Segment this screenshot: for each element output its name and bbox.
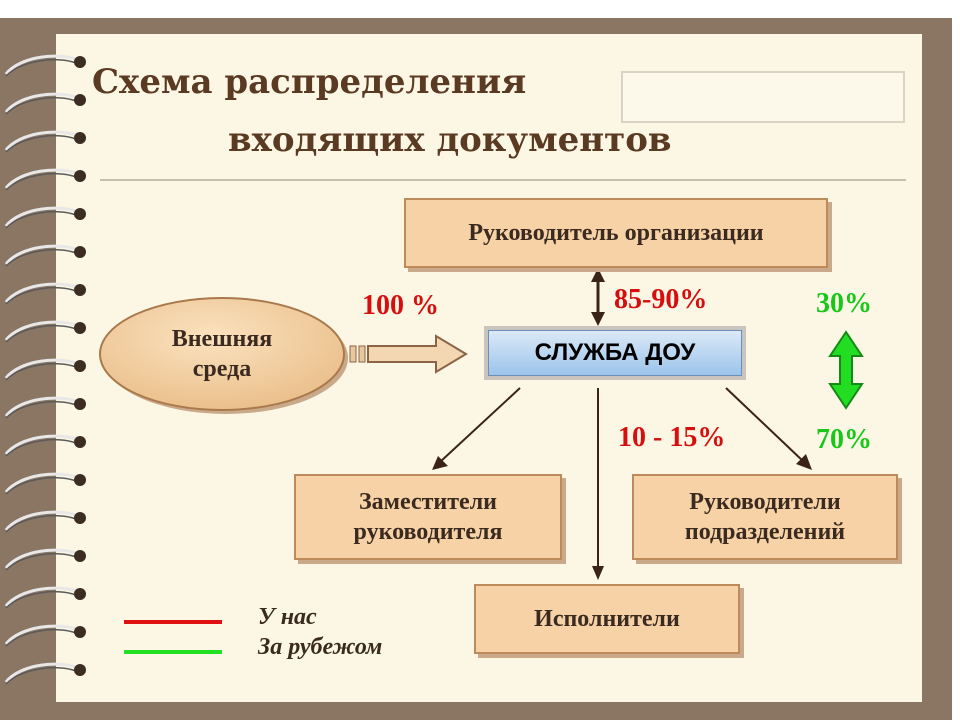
binding-hole	[74, 664, 86, 676]
binding-ring	[4, 434, 79, 456]
binding-ring-shadow	[5, 172, 77, 191]
binding-ring-shadow	[5, 58, 77, 77]
binding-hole	[74, 550, 86, 562]
to-head-percent: 85-90%	[614, 284, 708, 315]
binding-ring-shadow	[5, 666, 77, 685]
binding-ring	[4, 586, 79, 608]
up-down-arrow-green-icon	[828, 330, 864, 410]
binding-ring	[4, 130, 79, 152]
binding-ring-shadow	[5, 210, 77, 229]
department-heads-label-2: подразделений	[684, 519, 846, 545]
arrow-to-executors	[592, 388, 604, 580]
organization-head-box: Руководитель организации	[404, 198, 828, 268]
binding-hole	[74, 208, 86, 220]
binding-hole	[74, 284, 86, 296]
binding-ring	[4, 320, 79, 342]
external-environment-label-1: Внешняя	[171, 326, 273, 352]
binding-hole	[74, 512, 86, 524]
binding-ring-shadow	[5, 248, 77, 267]
binding-ring-shadow	[5, 628, 77, 647]
records-service-box: СЛУЖБА ДОУ	[484, 326, 746, 380]
binding-ring	[4, 510, 79, 532]
binding-ring	[4, 548, 79, 570]
binding-hole	[74, 322, 86, 334]
executors-box: Исполнители	[474, 584, 740, 654]
binding-ring	[4, 54, 79, 76]
right-arrow-icon	[349, 334, 468, 374]
records-service-label: СЛУЖБА ДОУ	[488, 330, 742, 376]
binding-hole	[74, 170, 86, 182]
executors-label: Исполнители	[534, 606, 680, 632]
legend-abroad-label: За рубежом	[258, 634, 383, 660]
binding-hole	[74, 246, 86, 258]
binding-hole	[74, 360, 86, 372]
binding-ring-shadow	[5, 96, 77, 115]
binding-ring-shadow	[5, 362, 77, 381]
external-environment: Внешняя среда	[100, 318, 344, 390]
binding-ring-shadow	[5, 324, 77, 343]
external-environment-label-2: среда	[192, 356, 252, 382]
deputies-label-1: Заместители	[359, 489, 497, 515]
binding-ring-shadow	[5, 286, 77, 305]
binding-ring	[4, 472, 79, 494]
binding-ring-shadow	[5, 400, 77, 419]
to-others-percent: 10 - 15%	[618, 422, 726, 453]
department-heads-label-1: Руководители	[689, 489, 841, 515]
spiral-binding-icon	[4, 54, 86, 685]
binding-hole	[74, 94, 86, 106]
legend-ours-label: У нас	[258, 604, 317, 630]
binding-ring-shadow	[5, 134, 77, 153]
title-line-2: входящих документов	[228, 120, 672, 160]
deputies-box: Заместители руководителя	[294, 474, 562, 560]
binding-ring-shadow	[5, 552, 77, 571]
binding-ring-shadow	[5, 514, 77, 533]
inflow-percent: 100 %	[362, 290, 439, 321]
deputies-label-2: руководителя	[353, 519, 503, 545]
binding-ring	[4, 396, 79, 418]
title-line-1: Схема распределения	[92, 62, 527, 102]
binding-ring	[4, 282, 79, 304]
binding-ring-shadow	[5, 476, 77, 495]
binding-ring	[4, 206, 79, 228]
organization-head-label: Руководитель организации	[468, 220, 764, 246]
binding-ring-shadow	[5, 438, 77, 457]
binding-ring	[4, 358, 79, 380]
binding-hole	[74, 132, 86, 144]
binding-ring	[4, 92, 79, 114]
binding-ring-shadow	[5, 590, 77, 609]
arrow-to-dept-heads	[725, 387, 812, 470]
binding-hole	[74, 474, 86, 486]
binding-hole	[74, 436, 86, 448]
arrow-to-deputies	[432, 387, 521, 470]
abroad-top-percent: 30%	[816, 288, 872, 319]
binding-ring	[4, 624, 79, 646]
binding-ring	[4, 662, 79, 684]
binding-ring	[4, 168, 79, 190]
binding-hole	[74, 56, 86, 68]
abroad-bottom-percent: 70%	[816, 424, 872, 455]
up-down-arrow-icon	[591, 268, 605, 326]
department-heads-box: Руководители подразделений	[632, 474, 898, 560]
binding-hole	[74, 588, 86, 600]
external-environment-ellipse	[99, 297, 345, 411]
binding-hole	[74, 398, 86, 410]
binding-hole	[74, 626, 86, 638]
binding-ring	[4, 244, 79, 266]
